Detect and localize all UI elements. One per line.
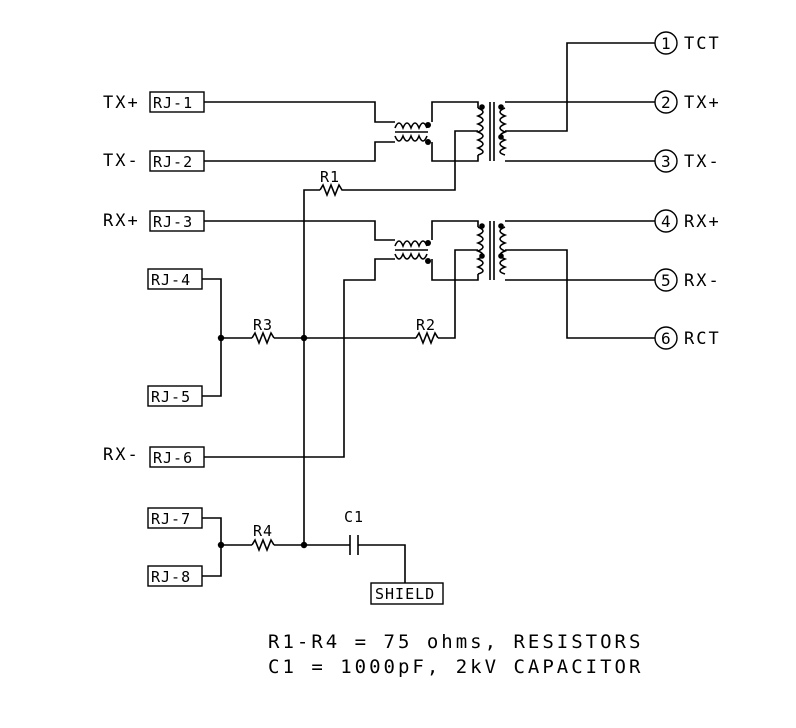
note-resistors: R1-R4 = 75 ohms, RESISTORS [268,631,643,653]
label-tx-minus: TX- [103,151,140,171]
note-capacitor: C1 = 1000pF, 2kV CAPACITOR [268,656,643,678]
svg-text:RX-: RX- [684,271,721,291]
rj-pin-2: RJ-2 [149,150,205,172]
output-terminal-4: 4 RX+ [654,209,721,233]
tx-wiring [204,42,655,191]
svg-text:1: 1 [661,34,671,53]
label-tx-plus: TX+ [103,93,140,113]
svg-text:RJ-1: RJ-1 [153,94,193,112]
svg-text:3: 3 [661,152,671,171]
svg-text:RX+: RX+ [684,212,721,232]
svg-text:5: 5 [661,271,671,290]
shield-box: SHIELD [370,582,444,605]
svg-text:TX+: TX+ [684,93,721,113]
svg-text:6: 6 [661,329,671,348]
termination-wiring [202,189,416,583]
svg-text:SHIELD: SHIELD [375,585,435,603]
output-terminal-2: 2 TX+ [654,90,721,114]
svg-text:RJ-8: RJ-8 [151,568,191,586]
resistor-r4-icon [251,537,275,553]
label-c1: C1 [344,508,364,526]
svg-text:RJ-4: RJ-4 [151,271,191,289]
capacitor-c1-icon [349,535,359,555]
tx-transformer-icon [475,102,508,161]
rx-transformer-icon [475,221,508,280]
rj-pin-5: RJ-5 [147,385,203,407]
output-terminal-6: 6 RCT [654,326,721,350]
label-r2: R2 [416,316,436,334]
resistor-r2-icon [415,330,439,346]
rj-pin-8: RJ-8 [147,565,203,587]
svg-text:2: 2 [661,93,671,112]
svg-text:RJ-5: RJ-5 [151,388,191,406]
rj-pin-1: RJ-1 [149,91,205,113]
svg-text:4: 4 [661,212,671,231]
label-r4: R4 [253,522,273,540]
tx-choke-icon [394,122,431,145]
svg-text:RJ-6: RJ-6 [153,449,193,467]
rj-pin-3: RJ-3 [149,210,205,232]
label-r1: R1 [320,168,340,186]
rx-wiring [204,220,655,458]
rj-pin-6: RJ-6 [149,446,205,468]
output-terminal-1: 1 TCT [654,31,721,55]
svg-text:RCT: RCT [684,329,721,349]
svg-text:RJ-7: RJ-7 [151,510,191,528]
rj-pin-4: RJ-4 [147,268,203,290]
svg-text:TX-: TX- [684,152,721,172]
rx-choke-icon [394,240,431,264]
resistor-r3-icon [251,330,275,346]
label-r3: R3 [253,316,273,334]
rj-pin-7: RJ-7 [147,507,203,529]
label-rx-plus: RX+ [103,211,140,231]
resistor-r1-icon [319,182,344,198]
svg-text:RJ-2: RJ-2 [153,153,193,171]
output-terminal-3: 3 TX- [654,149,721,173]
svg-text:TCT: TCT [684,34,721,54]
label-rx-minus: RX- [103,445,140,465]
output-terminal-5: 5 RX- [654,268,721,292]
svg-text:RJ-3: RJ-3 [153,213,193,231]
